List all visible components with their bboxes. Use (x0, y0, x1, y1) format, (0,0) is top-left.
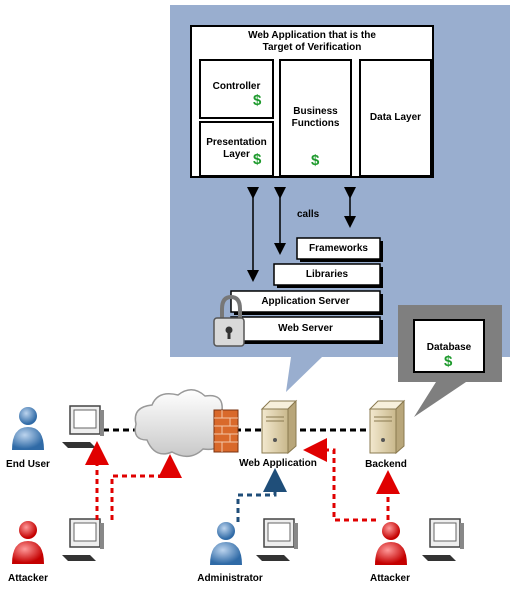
platform-stack (230, 237, 383, 344)
dollar-icon: $ (311, 152, 320, 169)
business-label-line2: Functions (291, 118, 340, 129)
presentation-label-line2: Layer (223, 149, 250, 160)
admin-path (236, 468, 287, 522)
attacker-icon (375, 522, 407, 565)
backend-label: Backend (365, 459, 407, 470)
computer-icon (256, 518, 298, 561)
libraries-label: Libraries (305, 269, 349, 280)
dollar-icon: $ (444, 353, 453, 370)
database-box (413, 319, 485, 373)
access-paths (85, 438, 400, 522)
computer-icon (62, 405, 104, 448)
padlock-icon (213, 294, 245, 347)
calls-label: calls (297, 209, 320, 220)
firewall-icon (213, 409, 239, 453)
computer-icon (422, 518, 464, 561)
attacker-left-label: Attacker (7, 573, 49, 584)
frameworks-label: Frameworks (309, 243, 368, 254)
datalayer-label: Data Layer (369, 112, 422, 123)
controller-label: Controller (212, 81, 261, 92)
presentation-box (199, 121, 274, 177)
controller-box (199, 59, 274, 119)
administrator-icon (210, 522, 242, 565)
end-user-icon (12, 407, 44, 450)
presentation-label-line1: Presentation (206, 137, 267, 148)
web-application-server-icon (260, 399, 298, 455)
attacker-icon (12, 521, 44, 564)
backend-server-icon (368, 399, 406, 455)
datalayer-box (359, 59, 432, 177)
database-label: Database (426, 342, 472, 353)
attack-path-right-2 (303, 438, 376, 522)
administrator-label: Administrator (197, 573, 263, 584)
call-arrows (247, 187, 356, 282)
attacker-right-label: Attacker (369, 573, 411, 584)
attack-path-left-2 (110, 454, 182, 520)
business-label: Business Functions (280, 106, 351, 130)
application-server-label: Application Server (261, 296, 350, 307)
internet-cloud-icon (134, 389, 229, 458)
dollar-icon: $ (253, 92, 262, 109)
computer-icon (62, 518, 104, 561)
webapp-title: Web Application that is the Target of Ve… (191, 30, 433, 54)
business-label-line1: Business (293, 106, 338, 117)
web-server-label: Web Server (278, 323, 333, 334)
web-application-label: Web Application (239, 458, 317, 469)
presentation-label: Presentation Layer (200, 137, 273, 161)
webapp-title-line1: Web Application that is the (248, 30, 376, 41)
end-user-label: End User (6, 459, 50, 470)
business-box (279, 59, 352, 177)
dollar-icon: $ (253, 151, 262, 168)
webapp-title-line2: Target of Verification (262, 42, 362, 53)
